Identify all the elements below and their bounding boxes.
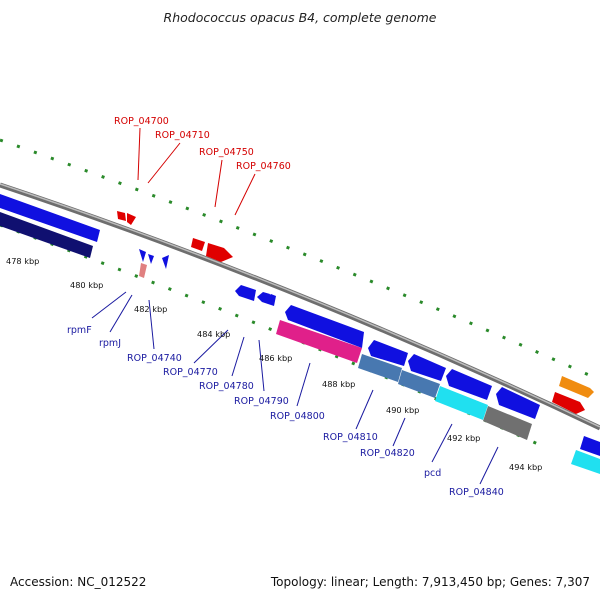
label-rop-04770: ROP_04770 <box>163 367 218 378</box>
gene-rop-04790[interactable] <box>266 294 276 306</box>
label-rop-04700: ROP_04700 <box>114 116 169 127</box>
scale-label-490: 490 kbp <box>386 405 419 415</box>
label-rop-04810: ROP_04810 <box>323 432 378 443</box>
gene-left-dark[interactable] <box>0 212 93 258</box>
gene-rop-04800[interactable] <box>276 320 362 363</box>
gene-right-cyan[interactable] <box>571 450 600 474</box>
gene-rop-04800-blue[interactable] <box>285 305 364 348</box>
gene-rpmf[interactable] <box>139 249 146 262</box>
gene-right-blue[interactable] <box>580 436 600 456</box>
map-title: Rhodococcus opacus B4, complete genome <box>163 10 437 25</box>
gene-rop-04810[interactable] <box>358 354 402 382</box>
gene-rop-04840-blue[interactable] <box>496 387 540 419</box>
label-rpmf: rpmF <box>67 325 92 336</box>
label-rop-04710: ROP_04710 <box>155 130 210 141</box>
gene-rop-04770[interactable] <box>235 285 256 301</box>
gene-rop-04810-blue[interactable] <box>368 340 408 366</box>
scale-label-478: 478 kbp <box>6 256 39 266</box>
gene-rop-04780[interactable] <box>257 292 270 304</box>
gene-pcd-blue[interactable] <box>446 369 492 400</box>
forward-leader-lines <box>137 127 256 216</box>
gene-pink-small[interactable] <box>139 263 147 278</box>
reverse-leader-lines <box>91 291 499 485</box>
gene-rop-04840[interactable] <box>483 406 532 440</box>
gene-rop-04750[interactable] <box>191 238 205 251</box>
scale-label-482: 482 kbp <box>134 304 167 314</box>
label-rop-04780: ROP_04780 <box>199 381 254 392</box>
gene-rop-04760[interactable] <box>206 243 233 262</box>
gene-pcd[interactable] <box>435 386 488 420</box>
genome-map: ROP_04700 ROP_04710 ROP_04750 ROP_04760 … <box>0 116 600 498</box>
gene-rop-04820-blue[interactable] <box>408 354 446 381</box>
gene-rop-04710[interactable] <box>127 213 136 225</box>
scale-label-484: 484 kbp <box>197 329 230 339</box>
label-pcd: pcd <box>424 468 441 479</box>
label-rop-04790: ROP_04790 <box>234 396 289 407</box>
outer-tick-track <box>0 138 600 382</box>
label-rop-04750: ROP_04750 <box>199 147 254 158</box>
scale-label-492: 492 kbp <box>447 433 480 443</box>
gene-rpmj[interactable] <box>148 254 154 264</box>
label-rop-04740: ROP_04740 <box>127 353 182 364</box>
scale-label-486: 486 kbp <box>259 353 292 363</box>
topology-summary: Topology: linear; Length: 7,913,450 bp; … <box>270 575 590 589</box>
scale-label-494: 494 kbp <box>509 462 542 472</box>
gene-rop-04740[interactable] <box>162 255 169 269</box>
accession-text: Accession: NC_012522 <box>10 575 147 589</box>
gene-right-red[interactable] <box>552 392 585 414</box>
label-rop-04760: ROP_04760 <box>236 161 291 172</box>
gene-right-orange[interactable] <box>559 376 594 398</box>
label-rop-04800: ROP_04800 <box>270 411 325 422</box>
genome-backbone <box>0 182 600 431</box>
gene-rop-04700[interactable] <box>117 211 126 221</box>
label-rpmj: rpmJ <box>99 338 121 349</box>
scale-label-488: 488 kbp <box>322 379 355 389</box>
label-rop-04840: ROP_04840 <box>449 487 504 498</box>
gene-left-forward[interactable] <box>0 194 100 242</box>
gene-rop-04820[interactable] <box>398 370 440 398</box>
scale-label-480: 480 kbp <box>70 280 103 290</box>
label-rop-04820: ROP_04820 <box>360 448 415 459</box>
